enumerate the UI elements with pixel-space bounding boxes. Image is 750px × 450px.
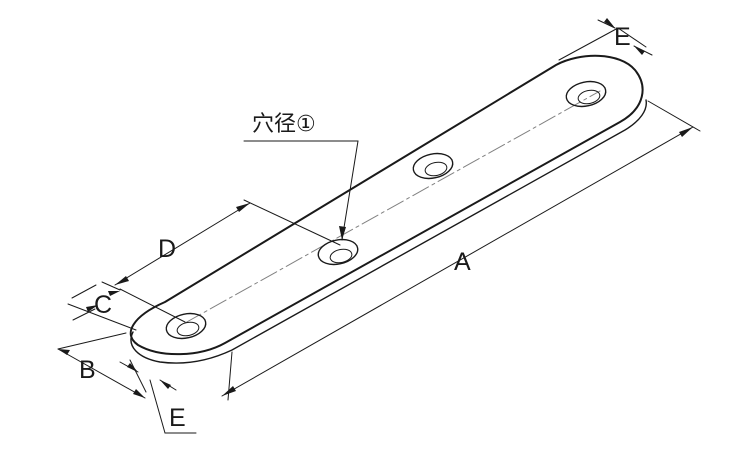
hole-2: [317, 238, 359, 266]
plate-top-face: [129, 54, 644, 356]
dimension-C: [67, 281, 137, 331]
plate-thickness-edge: [130, 99, 647, 364]
hole-4: [565, 80, 607, 108]
label-E-bottom: E: [169, 404, 186, 432]
hole-1: [165, 312, 207, 340]
flat-plate: [129, 54, 647, 364]
hole-3: [412, 152, 454, 180]
label-C: C: [94, 291, 112, 319]
plate-centerline: [184, 90, 601, 324]
label-A: A: [454, 248, 471, 276]
holes: [165, 80, 607, 340]
label-B: B: [79, 356, 96, 384]
dimension-E-top: [558, 18, 653, 61]
dimension-D: [114, 199, 341, 323]
label-E-top: E: [614, 23, 631, 51]
dimension-E-bottom: [119, 361, 197, 434]
dimension-A: [221, 100, 701, 401]
hole-diameter-leader: [243, 140, 359, 241]
dimension-B: [57, 332, 147, 399]
label-D: D: [158, 235, 176, 263]
label-hole-diameter: 穴径①: [252, 112, 316, 137]
